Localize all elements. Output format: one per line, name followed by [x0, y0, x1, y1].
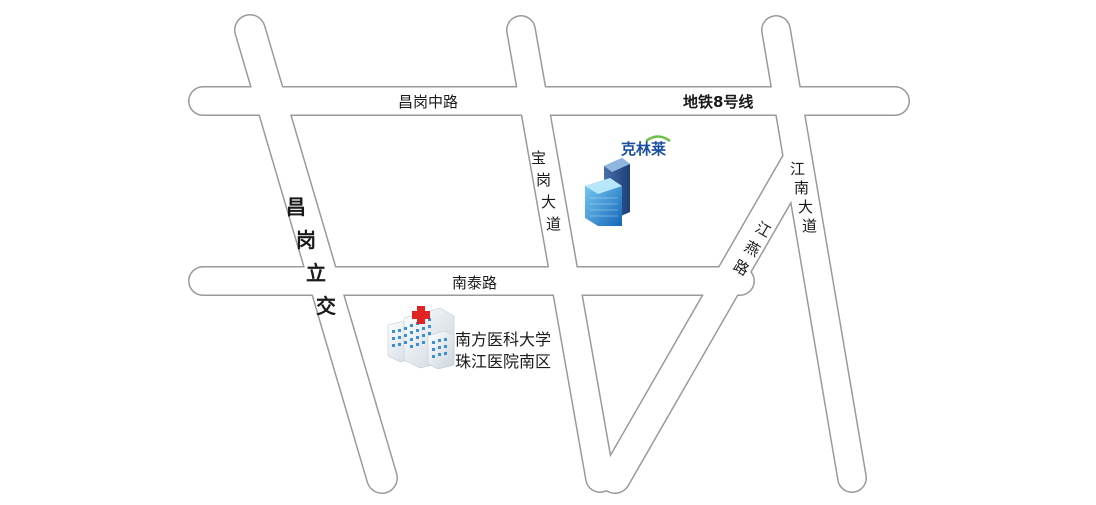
label-nantai-road: 南泰路	[452, 274, 497, 292]
hotel-poi[interactable]: 克林莱	[585, 135, 671, 227]
svg-text:昌岗立交: 昌岗立交	[286, 195, 336, 318]
office-building-icon	[585, 158, 630, 226]
svg-text:江南大道: 江南大道	[790, 160, 817, 235]
hospital-name-line2: 珠江医院南区	[455, 352, 551, 371]
hospital-poi[interactable]: 南方医科大学 珠江医院南区	[387, 306, 551, 371]
road-fills	[189, 15, 909, 493]
label-jiangnan-avenue: 江南大道	[790, 160, 817, 235]
brand-arc-icon	[645, 135, 671, 143]
hospital-building-icon	[387, 306, 455, 370]
label-changgang-overpass: 昌岗立交	[286, 195, 336, 318]
red-cross-icon	[412, 306, 430, 324]
hospital-name-line1: 南方医科大学	[455, 330, 551, 349]
label-baogang-avenue: 宝岗大道	[531, 149, 561, 233]
svg-text:宝岗大道: 宝岗大道	[531, 149, 561, 233]
label-changgang-middle-road: 昌岗中路	[398, 93, 458, 111]
label-metro-line-8: 地铁8号线	[683, 93, 753, 111]
hotel-brand-name: 克林莱	[621, 140, 666, 158]
